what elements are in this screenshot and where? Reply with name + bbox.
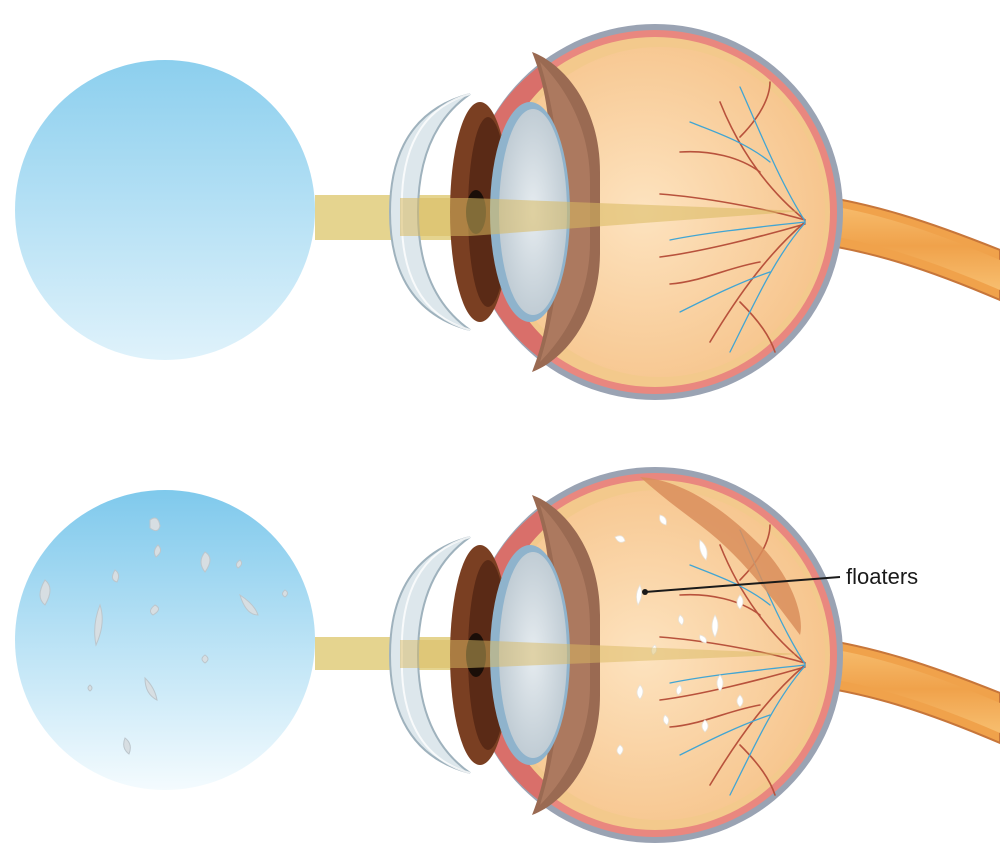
clear-vision-icon [15, 60, 315, 360]
floaters-callout: floaters [642, 564, 918, 595]
light-beam-top-overlay [400, 198, 805, 236]
vision-with-floaters-icon [15, 490, 315, 790]
eye-with-floaters-icon [389, 466, 1000, 844]
light-beam-bottom-overlay [400, 640, 805, 668]
floaters-label: floaters [846, 564, 918, 589]
